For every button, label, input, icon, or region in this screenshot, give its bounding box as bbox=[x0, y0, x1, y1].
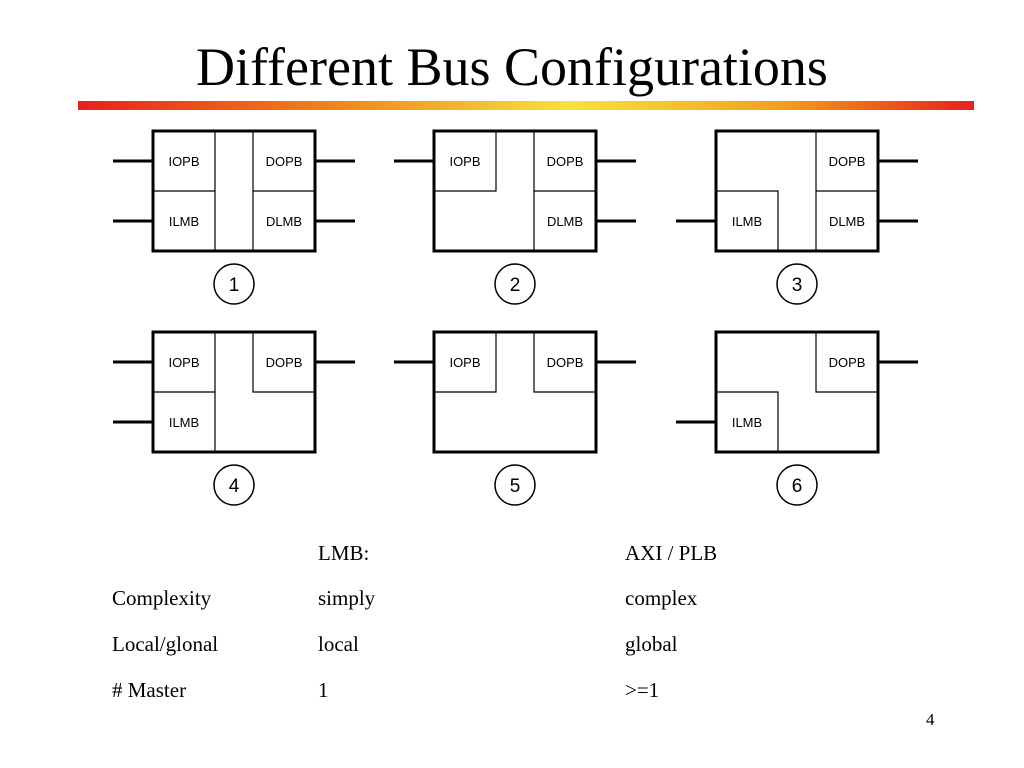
port-dopb-label: DOPB bbox=[266, 154, 303, 169]
table-cell-lmb-master: 1 bbox=[318, 678, 329, 702]
table-cell-lmb-local-global: local bbox=[318, 632, 359, 656]
table-cell-axi-master: >=1 bbox=[625, 678, 660, 702]
port-dlmb-label: DLMB bbox=[547, 214, 583, 229]
port-iopb-label: IOPB bbox=[168, 154, 199, 169]
config-number-label: 4 bbox=[229, 476, 240, 497]
page-number: 4 bbox=[926, 710, 935, 729]
config-number-label: 5 bbox=[510, 476, 521, 497]
config-diagram-6: DOPB ILMB 6 bbox=[676, 330, 918, 506]
port-iopb-label: IOPB bbox=[449, 154, 480, 169]
port-iopb-label: IOPB bbox=[449, 355, 480, 370]
config-number-label: 1 bbox=[229, 275, 240, 296]
port-ilmb-label: ILMB bbox=[732, 214, 762, 229]
port-ilmb-label: ILMB bbox=[732, 415, 762, 430]
config-diagram-5: IOPB DOPB 5 bbox=[394, 330, 636, 506]
port-dlmb-label: DLMB bbox=[266, 214, 302, 229]
table-header-axi-plb: AXI / PLB bbox=[625, 541, 718, 565]
slide-title: Different Bus Configurations bbox=[196, 37, 828, 97]
table-row-label-master: # Master bbox=[112, 678, 187, 702]
config-number-label: 6 bbox=[792, 476, 803, 497]
config-diagram-1: IOPB DOPB ILMB DLMB 1 bbox=[113, 129, 355, 305]
port-dopb-label: DOPB bbox=[266, 355, 303, 370]
table-header-lmb: LMB: bbox=[318, 541, 370, 565]
port-iopb-label: IOPB bbox=[168, 355, 199, 370]
port-dopb-label: DOPB bbox=[829, 154, 866, 169]
config-number-label: 3 bbox=[792, 275, 803, 296]
port-ilmb-label: ILMB bbox=[169, 415, 199, 430]
table-row-label-complexity: Complexity bbox=[112, 586, 212, 610]
port-dlmb-label: DLMB bbox=[829, 214, 865, 229]
table-row-label-local-global: Local/glonal bbox=[112, 632, 219, 656]
port-dopb-label: DOPB bbox=[547, 154, 584, 169]
config-diagram-4: IOPB DOPB ILMB 4 bbox=[113, 330, 355, 506]
port-dopb-label: DOPB bbox=[547, 355, 584, 370]
table-cell-axi-complexity: complex bbox=[625, 586, 698, 610]
table-cell-lmb-complexity: simply bbox=[318, 586, 376, 610]
port-dopb-label: DOPB bbox=[829, 355, 866, 370]
bus-configuration-diagrams: IOPB DOPB ILMB DLMB 1 IOPB DOPB DLMB 2 bbox=[113, 129, 918, 506]
table-cell-axi-local-global: global bbox=[625, 632, 678, 656]
config-diagram-3: DOPB ILMB DLMB 3 bbox=[676, 129, 918, 305]
config-diagram-2: IOPB DOPB DLMB 2 bbox=[394, 129, 636, 305]
port-ilmb-label: ILMB bbox=[169, 214, 199, 229]
title-gradient-rule bbox=[78, 101, 974, 110]
config-number-label: 2 bbox=[510, 275, 521, 296]
